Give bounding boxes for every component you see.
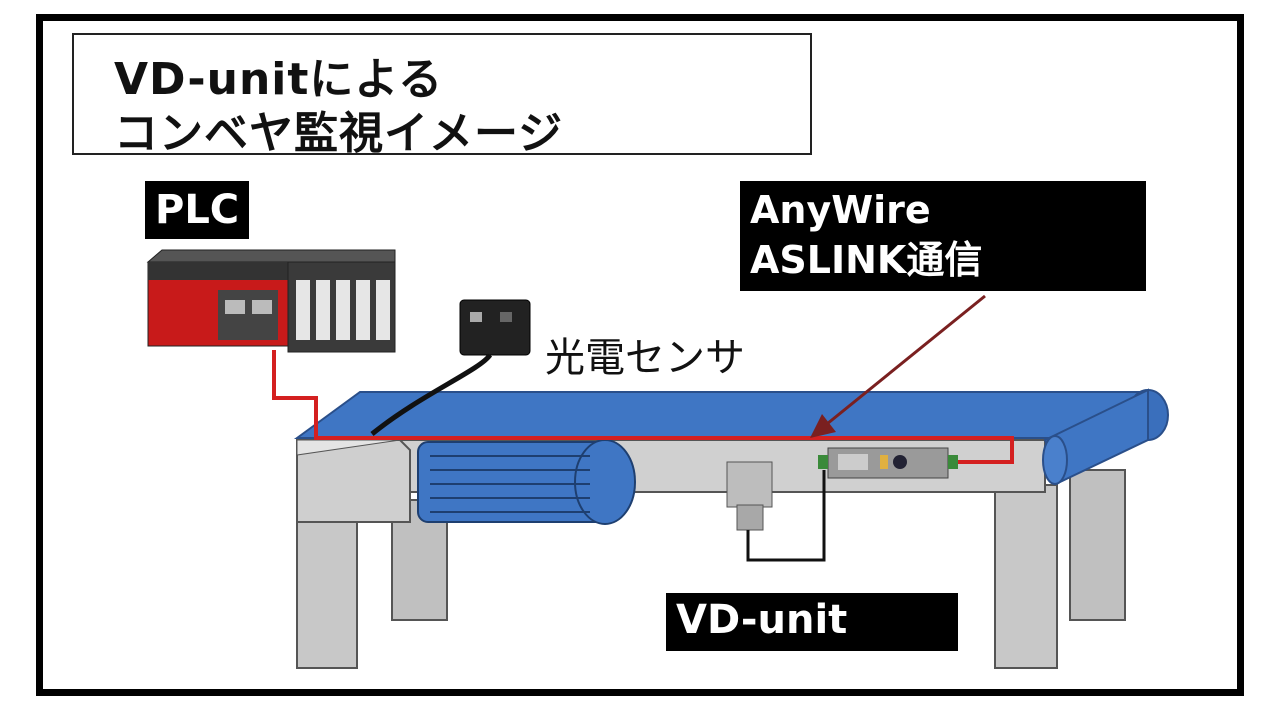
photoelectric-sensor-label: 光電センサ bbox=[545, 335, 745, 381]
vibration-sensor bbox=[726, 461, 773, 531]
anywire-label: AnyWire ASLINK通信 bbox=[740, 181, 1146, 291]
sensor-cable bbox=[746, 470, 826, 562]
vd-unit-device bbox=[818, 447, 958, 479]
conveyor-leg-front-right bbox=[994, 484, 1058, 669]
conveyor-right-roller-front bbox=[1042, 435, 1068, 485]
anywire-label-line-1: AnyWire bbox=[750, 188, 931, 232]
photoelectric-sensor bbox=[370, 299, 531, 436]
anywire-label-line-2: ASLINK通信 bbox=[750, 238, 983, 282]
conveyor-leg-front-left bbox=[296, 519, 358, 669]
anywire-line bbox=[272, 350, 1014, 464]
anywire-arrow-head bbox=[810, 414, 836, 438]
plc-unit bbox=[146, 249, 396, 353]
title-box: VD-unitによる コンベヤ監視イメージ bbox=[72, 33, 812, 159]
conveyor-leg-back-right bbox=[1069, 469, 1126, 621]
title-line-2: コンベヤ監視イメージ bbox=[114, 108, 564, 159]
vd-unit-label: VD-unit bbox=[666, 593, 958, 651]
title-line-1: VD-unitによる bbox=[114, 54, 444, 105]
anywire-arrow-shaft bbox=[821, 294, 986, 430]
plc-label: PLC bbox=[145, 181, 250, 239]
